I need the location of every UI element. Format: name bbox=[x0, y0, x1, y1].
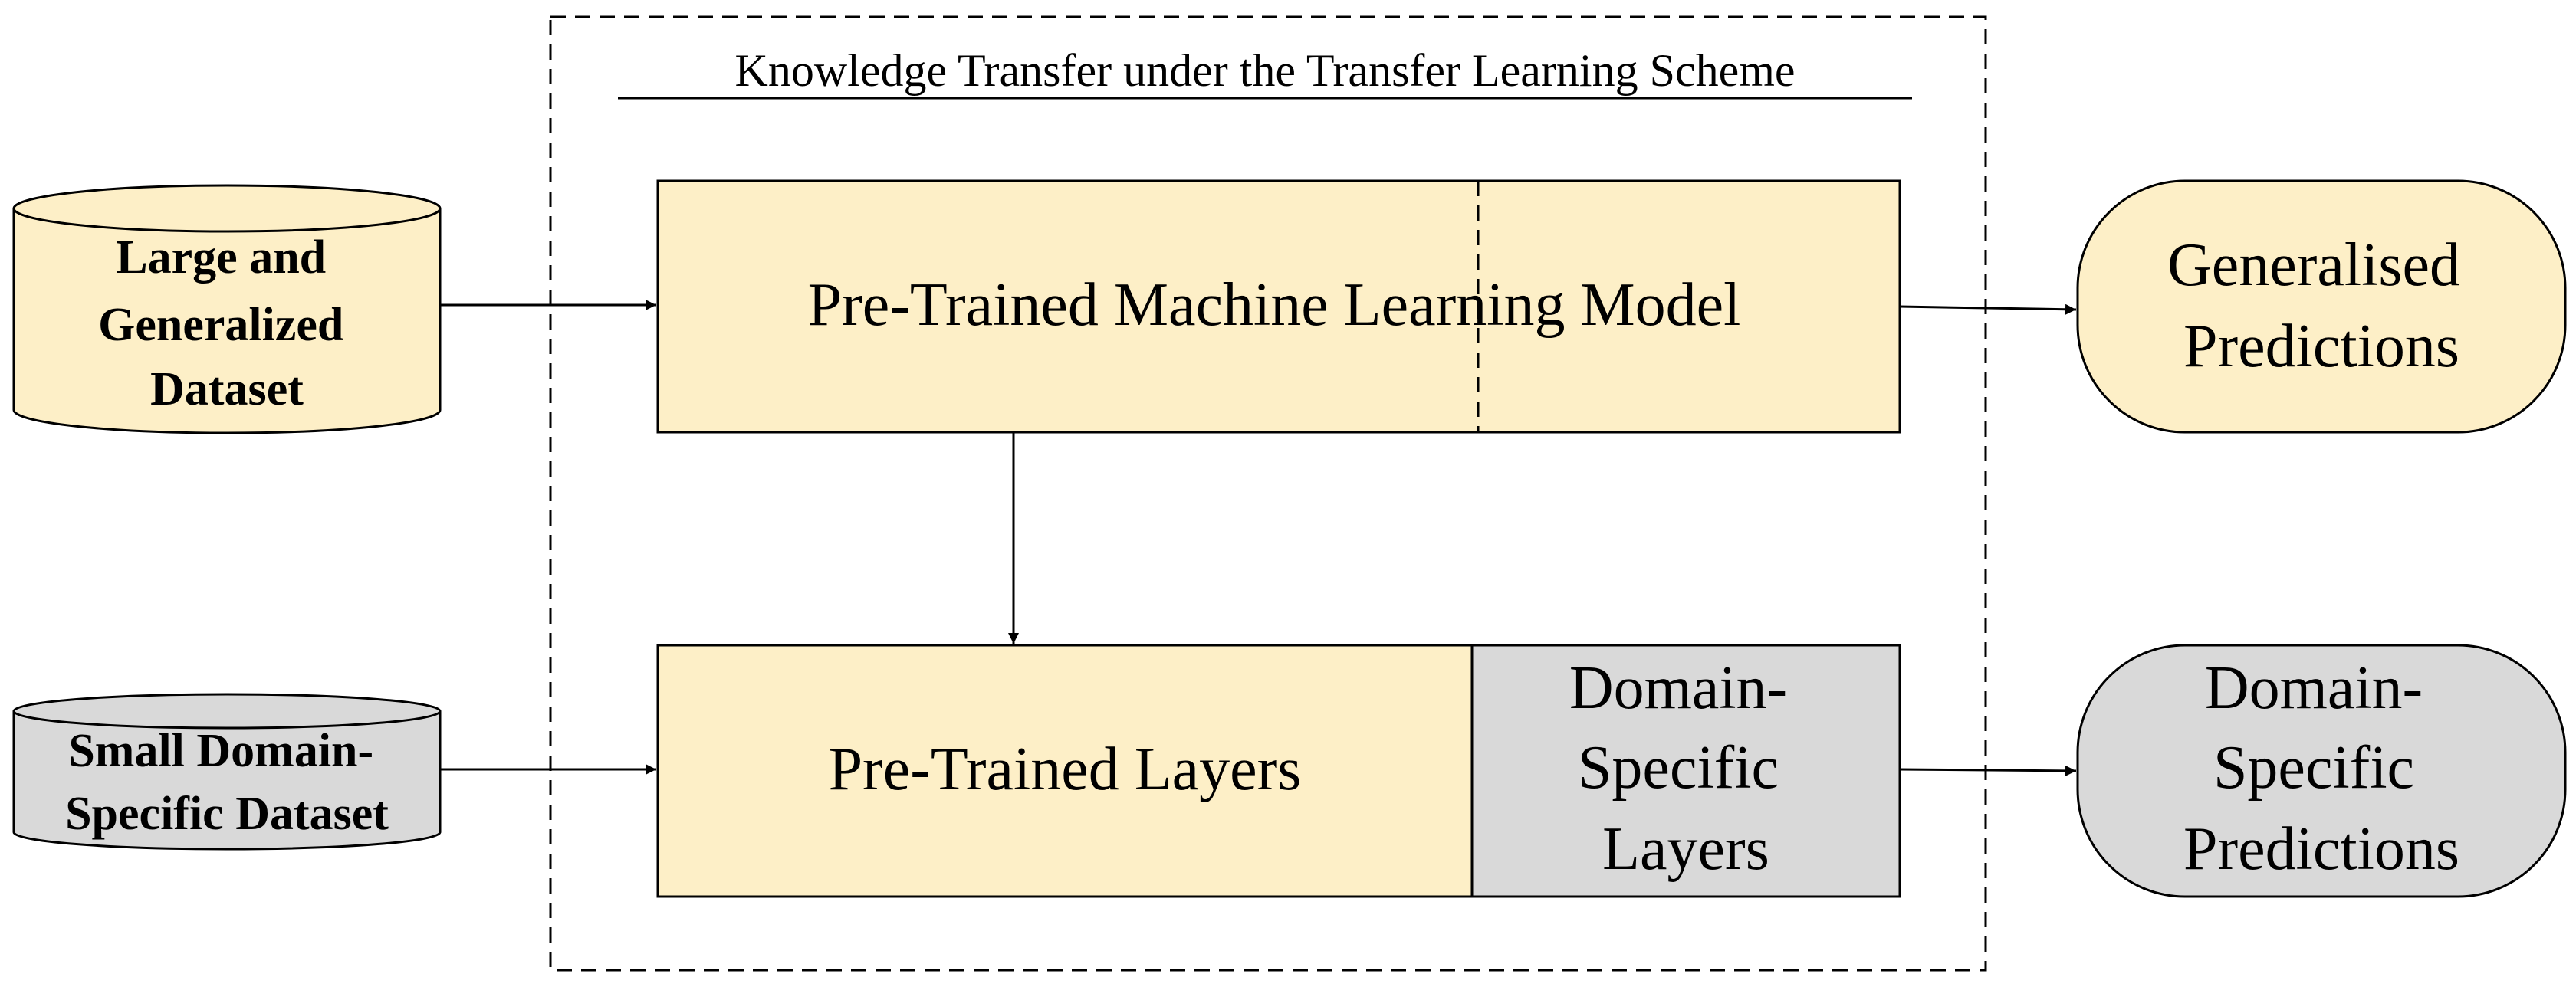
scheme-boundary bbox=[549, 15, 1987, 972]
small-dataset-body bbox=[12, 711, 442, 851]
arrow-model-to-generalised-predictions bbox=[1899, 303, 2077, 315]
small-dataset-top bbox=[12, 693, 442, 730]
pretrained-layers-label: Pre-Trained Layers bbox=[829, 736, 1302, 803]
domain-predictions-pill: Domain- Specific Predictions bbox=[2076, 644, 2567, 898]
pretrained-model-label: Pre-Trained Machine Learning Model bbox=[808, 271, 1741, 339]
small-dataset-label: Small Domain- Specific Dataset bbox=[65, 725, 389, 840]
domain-predictions-label: Domain- Specific Predictions bbox=[2183, 654, 2459, 883]
small-dataset-cylinder: Small Domain- Specific Dataset bbox=[12, 693, 442, 851]
large-dataset-label: Large and Generalized Dataset bbox=[98, 231, 356, 415]
domain-layers-box: Domain- Specific Layers bbox=[1470, 644, 1901, 898]
pretrained-model-box: Pre-Trained Machine Learning Model bbox=[656, 179, 1901, 434]
generalised-predictions-label: Generalised Predictions bbox=[2167, 231, 2476, 380]
generalised-predictions-pill: Generalised Predictions bbox=[2076, 179, 2567, 434]
pretrained-model-rect bbox=[656, 179, 1901, 434]
large-dataset-cylinder: Large and Generalized Dataset bbox=[12, 184, 442, 434]
generalised-predictions-shape bbox=[2076, 179, 2567, 434]
scheme-title: Knowledge Transfer under the Transfer Le… bbox=[734, 45, 1795, 96]
domain-predictions-shape bbox=[2076, 644, 2567, 898]
large-dataset-body bbox=[12, 208, 442, 434]
pretrained-layers-box: Pre-Trained Layers bbox=[656, 644, 1474, 898]
domain-layers-rect bbox=[1470, 644, 1901, 898]
large-dataset-top bbox=[12, 184, 442, 233]
domain-layers-label: Domain- Specific Layers bbox=[1569, 654, 1802, 883]
arrow-layers-to-domain-predictions bbox=[1899, 765, 2077, 776]
pretrained-layers-rect bbox=[656, 644, 1474, 898]
